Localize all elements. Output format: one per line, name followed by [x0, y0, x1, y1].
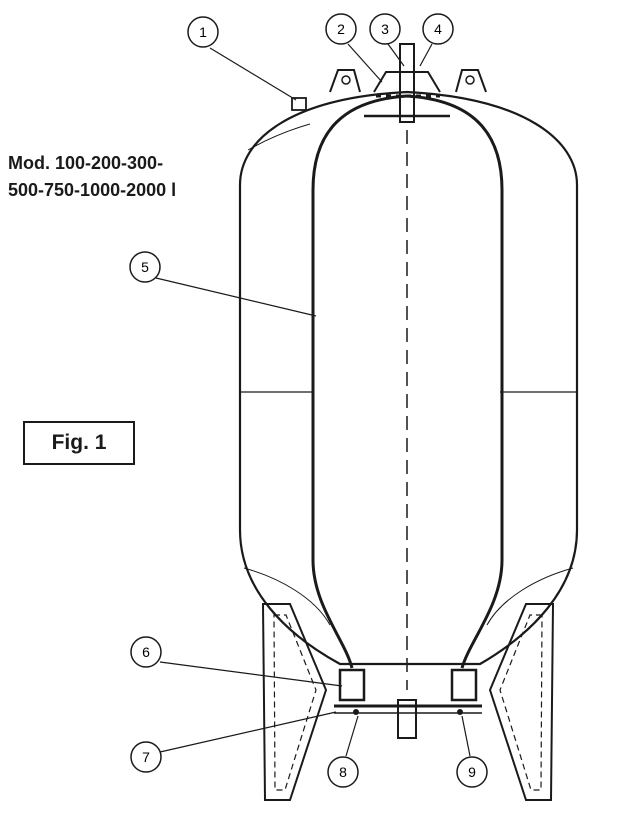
leader-lines [155, 43, 471, 757]
leader-7 [159, 711, 337, 753]
support-legs [261, 603, 555, 801]
callout-5-label: 5 [141, 259, 149, 275]
lug-right [455, 69, 487, 93]
callout-1: 1 [187, 16, 219, 48]
callout-3: 3 [369, 13, 401, 45]
bolt-right [457, 709, 463, 715]
lug-left [329, 69, 361, 93]
callouts: 1 2 3 4 5 6 7 8 [129, 13, 488, 788]
callout-2-label: 2 [337, 21, 345, 37]
bottom-flange-left [338, 668, 366, 702]
leader-2 [347, 43, 383, 83]
lug-left-hole [341, 75, 351, 85]
figure-label: Fig. 1 [23, 421, 135, 465]
leader-4 [419, 43, 433, 67]
callout-2: 2 [325, 13, 357, 45]
bottom-dish-line [243, 567, 331, 626]
outer-shell [238, 90, 579, 666]
top-fitting [364, 43, 450, 123]
callout-8: 8 [327, 756, 359, 788]
callout-4: 4 [422, 13, 454, 45]
leader-1 [209, 47, 297, 101]
callout-5: 5 [129, 251, 161, 283]
callout-6-label: 6 [142, 644, 150, 660]
model-caption: Mod. 100-200-300- 500-750-1000-2000 l [8, 150, 176, 204]
bottom-flange [334, 668, 482, 739]
right-leg-inner [499, 614, 543, 791]
lug-right-hole [465, 75, 475, 85]
callout-1-label: 1 [199, 24, 207, 40]
model-line-2: 500-750-1000-2000 l [8, 180, 177, 200]
top-pipe [399, 43, 415, 123]
callout-8-label: 8 [339, 764, 347, 780]
leader-6 [159, 661, 343, 687]
callout-7-label: 7 [142, 749, 150, 765]
bottom-dish-line-right [486, 567, 574, 626]
callout-4-label: 4 [434, 21, 442, 37]
callout-6: 6 [130, 636, 162, 668]
callout-7: 7 [130, 741, 162, 773]
callout-9-label: 9 [468, 764, 476, 780]
top-dish-line [247, 123, 311, 151]
leader-9 [461, 715, 471, 757]
leader-5 [155, 277, 317, 317]
outlet-pipe [397, 699, 417, 739]
callout-3-label: 3 [381, 21, 389, 37]
bottom-flange-right [450, 668, 478, 702]
leader-3 [387, 43, 405, 67]
top-flange [373, 71, 441, 93]
bolt-left [353, 709, 359, 715]
air-valve [291, 97, 307, 111]
model-line-1: Mod. 100-200-300- [8, 153, 164, 173]
left-leg-inner [273, 614, 317, 791]
left-leg [261, 603, 328, 801]
leader-8 [345, 715, 359, 757]
lifting-lugs [329, 69, 487, 93]
right-leg [488, 603, 555, 801]
callout-9: 9 [456, 756, 488, 788]
